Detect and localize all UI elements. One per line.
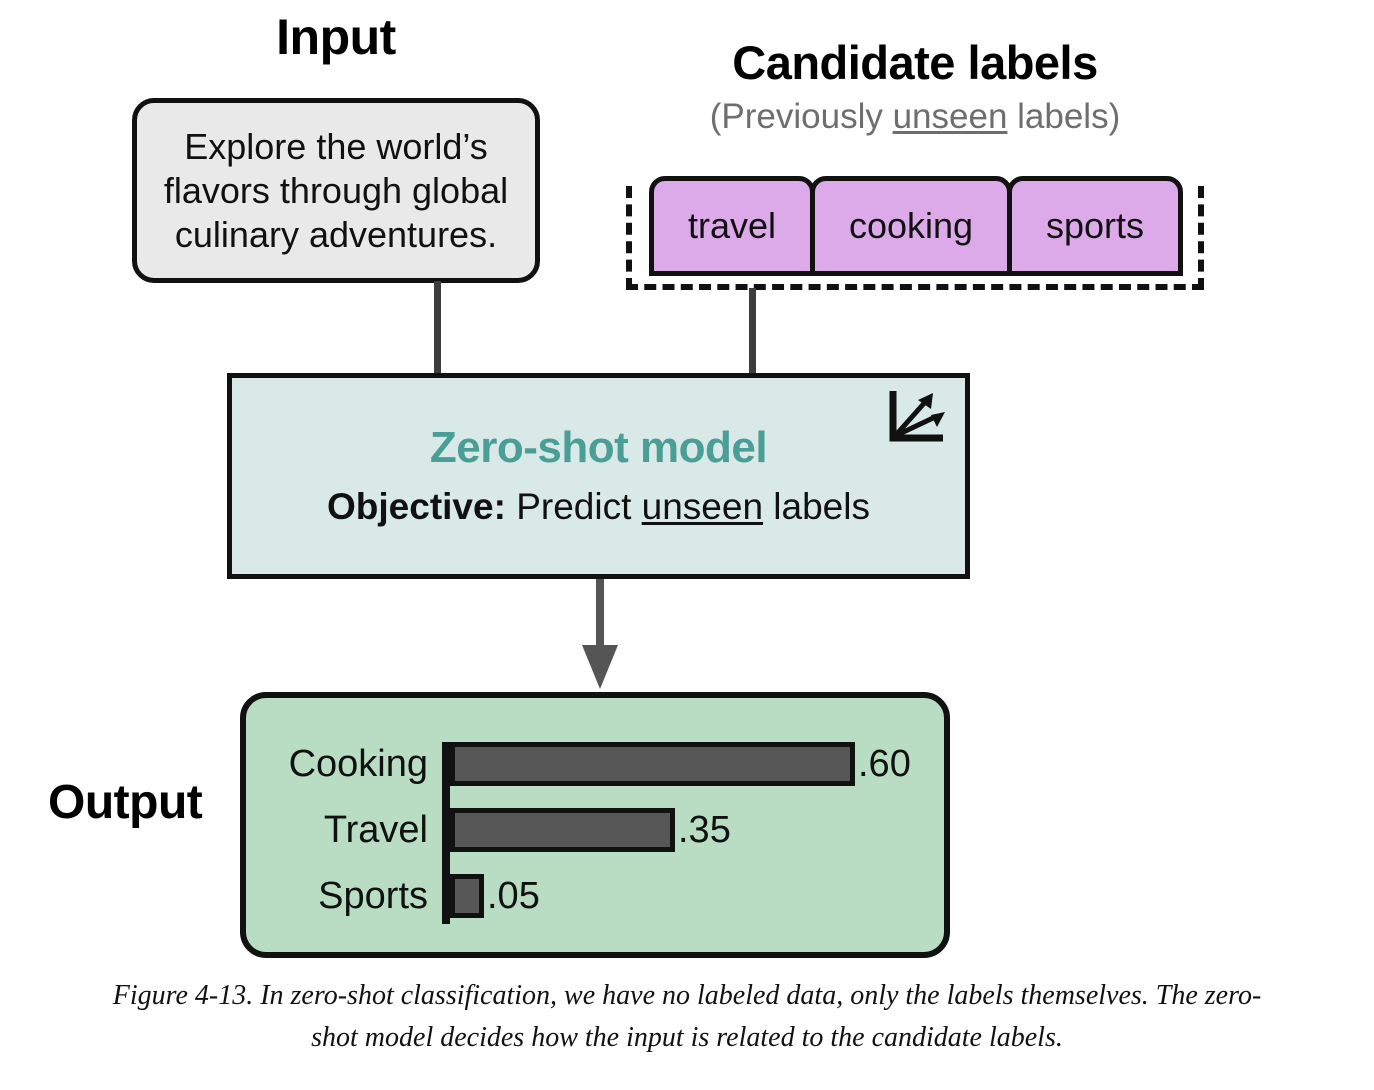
figure-caption: Figure 4-13. In zero-shot classification…	[112, 980, 1262, 1053]
zero-shot-model-box: Zero-shot model Objective: Predict unsee…	[227, 373, 970, 579]
bar	[450, 742, 855, 786]
candidate-labels-dashed-group	[626, 186, 1204, 290]
label-chip-text: travel	[687, 205, 776, 246]
model-objective-suffix: labels	[763, 486, 870, 527]
bar-wrap: .60	[450, 742, 911, 786]
diverging-arrows-axis-icon	[889, 391, 945, 442]
bar	[450, 808, 675, 852]
chart-bar-row: Sports .05	[246, 870, 956, 922]
model-objective-unseen: unseen	[641, 486, 764, 527]
label-chip-cooking[interactable]: cooking	[809, 176, 1012, 276]
bar-label: Travel	[323, 809, 428, 851]
label-chip-sports[interactable]: sports	[1007, 176, 1183, 276]
bar-wrap: .05	[450, 874, 540, 918]
bar-value: .05	[487, 875, 540, 917]
output-bar-chart: Cooking .60 Travel .35 Sports .05	[246, 698, 956, 964]
bar	[450, 874, 484, 918]
bar-value: .60	[858, 743, 911, 785]
model-objective-prefix: Predict	[505, 486, 642, 527]
chart-bar-row: Cooking .60	[246, 738, 956, 790]
candidate-labels-heading: Candidate labels	[732, 36, 1098, 89]
chart-bar-row: Travel .35	[246, 804, 956, 856]
label-chip-text: sports	[1045, 205, 1145, 246]
chart-axis	[442, 742, 450, 924]
output-box: Cooking .60 Travel .35 Sports .05	[240, 692, 950, 958]
candidate-labels-row: travel cooking sports	[649, 176, 1183, 276]
connector-input-to-model	[434, 281, 441, 376]
connector-labels-to-model	[749, 288, 756, 376]
model-objective-label: Objective:	[327, 486, 506, 527]
arrow-down-icon	[582, 579, 618, 689]
model-title: Zero-shot model	[429, 423, 768, 472]
output-heading: Output	[48, 776, 203, 829]
bar-label: Cooking	[288, 743, 428, 785]
bar-wrap: .35	[450, 808, 731, 852]
candidate-labels-subheading: (Previously unseen labels)	[626, 95, 1204, 139]
model-objective: Objective: Predict unseen labels	[327, 482, 870, 532]
input-box: Explore the world’s flavors through glob…	[132, 98, 540, 283]
input-heading: Input	[276, 9, 396, 65]
subheading-prefix: (Previously	[709, 97, 893, 136]
bar-label: Sports	[318, 875, 428, 917]
subheading-unseen: unseen	[892, 97, 1008, 136]
bar-value: .35	[678, 809, 731, 851]
subheading-suffix: labels)	[1007, 97, 1121, 136]
input-box-text: Explore the world’s flavors through glob…	[163, 125, 509, 255]
label-chip-text: cooking	[848, 205, 974, 246]
label-chip-travel[interactable]: travel	[649, 176, 815, 276]
